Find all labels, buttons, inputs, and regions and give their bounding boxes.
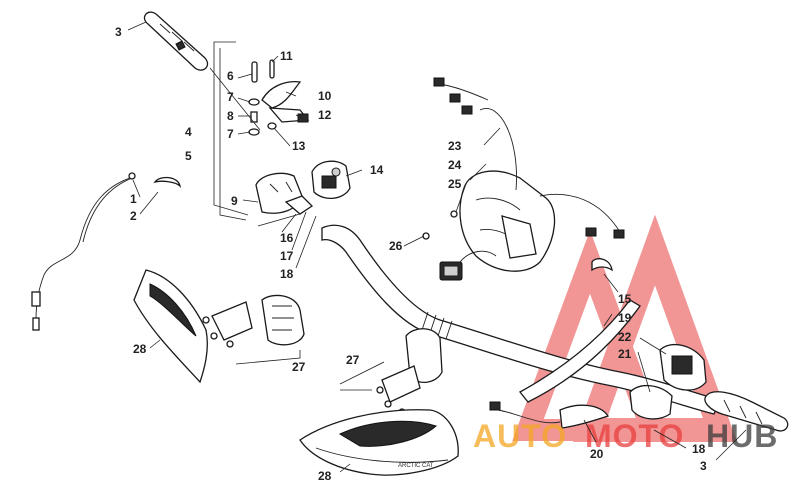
callout-17: 17: [280, 249, 294, 263]
watermark-text-hub: HUB: [706, 418, 778, 454]
callout-3-right: 3: [700, 459, 707, 473]
callout-labels: 3 4 5 6 7 8 7 11 10 12 13 1 2 9 14 16 17…: [115, 25, 707, 483]
callout-28-bottom: 28: [318, 469, 332, 483]
callout-27-center: 27: [346, 353, 360, 367]
right-hand-guard: [489, 401, 610, 429]
callout-13: 13: [292, 139, 306, 153]
switch-block-14: [311, 160, 351, 199]
callout-9: 9: [231, 194, 238, 208]
callout-16: 16: [280, 231, 294, 245]
watermark-text: AUTO MOTO HUB: [473, 418, 778, 454]
callout-20: 20: [590, 447, 604, 461]
handlebar-tube: [321, 224, 721, 415]
left-grip: [143, 11, 209, 71]
watermark-text-auto: AUTO: [473, 418, 567, 454]
callout-6: 6: [227, 69, 234, 83]
callout-19: 19: [618, 311, 632, 325]
bracket-lines: [213, 41, 249, 221]
callout-3-left: 3: [115, 25, 122, 39]
callout-7-top: 7: [227, 90, 234, 104]
callout-24: 24: [448, 158, 462, 172]
callout-4: 4: [185, 125, 192, 139]
callout-27-left: 27: [292, 360, 306, 374]
callout-5: 5: [185, 149, 192, 163]
right-switch-housing: [591, 258, 707, 420]
callout-21: 21: [618, 347, 632, 361]
callout-18-right: 18: [692, 442, 706, 456]
callout-22: 22: [618, 330, 632, 344]
left-hand-guard: [133, 269, 208, 384]
callout-18-left: 18: [280, 267, 294, 281]
front-hood: ARCTIC CAT: [299, 409, 459, 476]
callout-10: 10: [318, 89, 332, 103]
callout-28-left: 28: [133, 342, 147, 356]
watermark-text-moto: MOTO: [585, 418, 684, 454]
callout-25: 25: [448, 177, 462, 191]
callout-7-bottom: 7: [227, 127, 234, 141]
callout-1: 1: [130, 192, 137, 206]
callout-15: 15: [618, 292, 632, 306]
leader-lines: [127, 21, 747, 473]
right-control-housing: [422, 77, 625, 281]
hood-brand-text: ARCTIC CAT: [398, 463, 434, 469]
callout-2: 2: [130, 209, 137, 223]
callout-12: 12: [318, 108, 332, 122]
left-mount-bracket: [202, 294, 305, 348]
brake-lever-small-parts: [248, 59, 310, 136]
callout-14: 14: [370, 163, 384, 177]
callout-26: 26: [389, 239, 403, 253]
callout-23: 23: [448, 139, 462, 153]
right-grip: [704, 391, 789, 432]
watermark-logo: [512, 214, 738, 442]
grip-heater-wire: [519, 299, 641, 403]
center-mount-bracket: [376, 328, 443, 416]
cable-clamp: [153, 176, 182, 188]
left-switch-housing: [255, 172, 314, 227]
callout-8: 8: [227, 109, 234, 123]
brake-cable: [31, 172, 136, 331]
callout-11: 11: [280, 49, 293, 63]
